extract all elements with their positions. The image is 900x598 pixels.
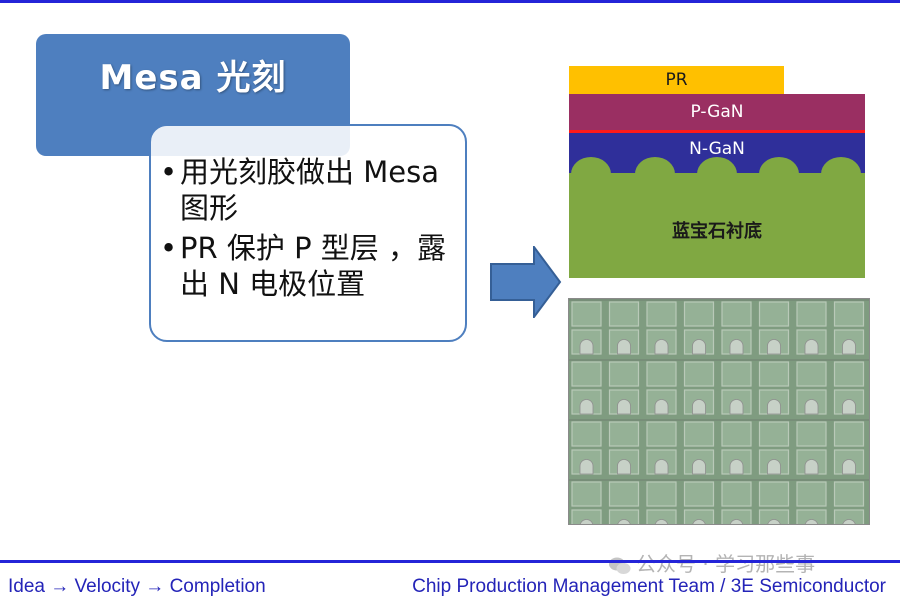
wechat-icon (609, 557, 631, 574)
substrate-bump (759, 157, 799, 191)
slide-title: Mesa 光刻 (99, 58, 287, 98)
substrate-bump (821, 157, 861, 191)
mesa-micrograph (568, 298, 870, 525)
top-rule (0, 0, 900, 3)
substrate-bump (697, 157, 737, 191)
substrate-bump (635, 157, 675, 191)
bullet-box (149, 124, 467, 342)
layer-pr-label: PR (665, 70, 688, 90)
layer-pr: PR (569, 66, 784, 94)
bullet-item: •用光刻胶做出 Mesa 图形 (160, 154, 460, 226)
substrate-bump (571, 157, 611, 191)
layer-sapphire-substrate: 蓝宝石衬底 (569, 157, 865, 278)
layer-p-gan-label: P-GaN (690, 102, 744, 122)
bullet-text: 用光刻胶做出 Mesa 图形 (180, 155, 439, 225)
bullet-dot-icon: • (160, 155, 178, 189)
layer-substrate-label: 蓝宝石衬底 (672, 221, 762, 242)
bullet-item: •PR 保护 P 型层 ，露出 N 电极位置 (160, 230, 460, 302)
footer-right: Chip Production Management Team / 3E Sem… (412, 576, 886, 597)
layer-n-gan-label: N-GaN (689, 139, 745, 159)
watermark-text: 公众号 · 学习那些事 (636, 552, 816, 576)
bullet-list: •用光刻胶做出 Mesa 图形 •PR 保护 P 型层 ，露出 N 电极位置 (160, 154, 460, 306)
right-arrow-icon (490, 246, 562, 318)
junction-line (569, 130, 865, 133)
layer-p-gan: P-GaN (569, 94, 865, 130)
footer-left: Idea → Velocity → Completion (8, 576, 266, 597)
bottom-rule (0, 560, 900, 563)
layer-stack-diagram: PR P-GaN N-GaN 蓝宝石衬底 (569, 66, 865, 278)
bullet-dot-icon: • (160, 231, 178, 265)
bullet-text: PR 保护 P 型层 ，露出 N 电极位置 (180, 231, 446, 301)
